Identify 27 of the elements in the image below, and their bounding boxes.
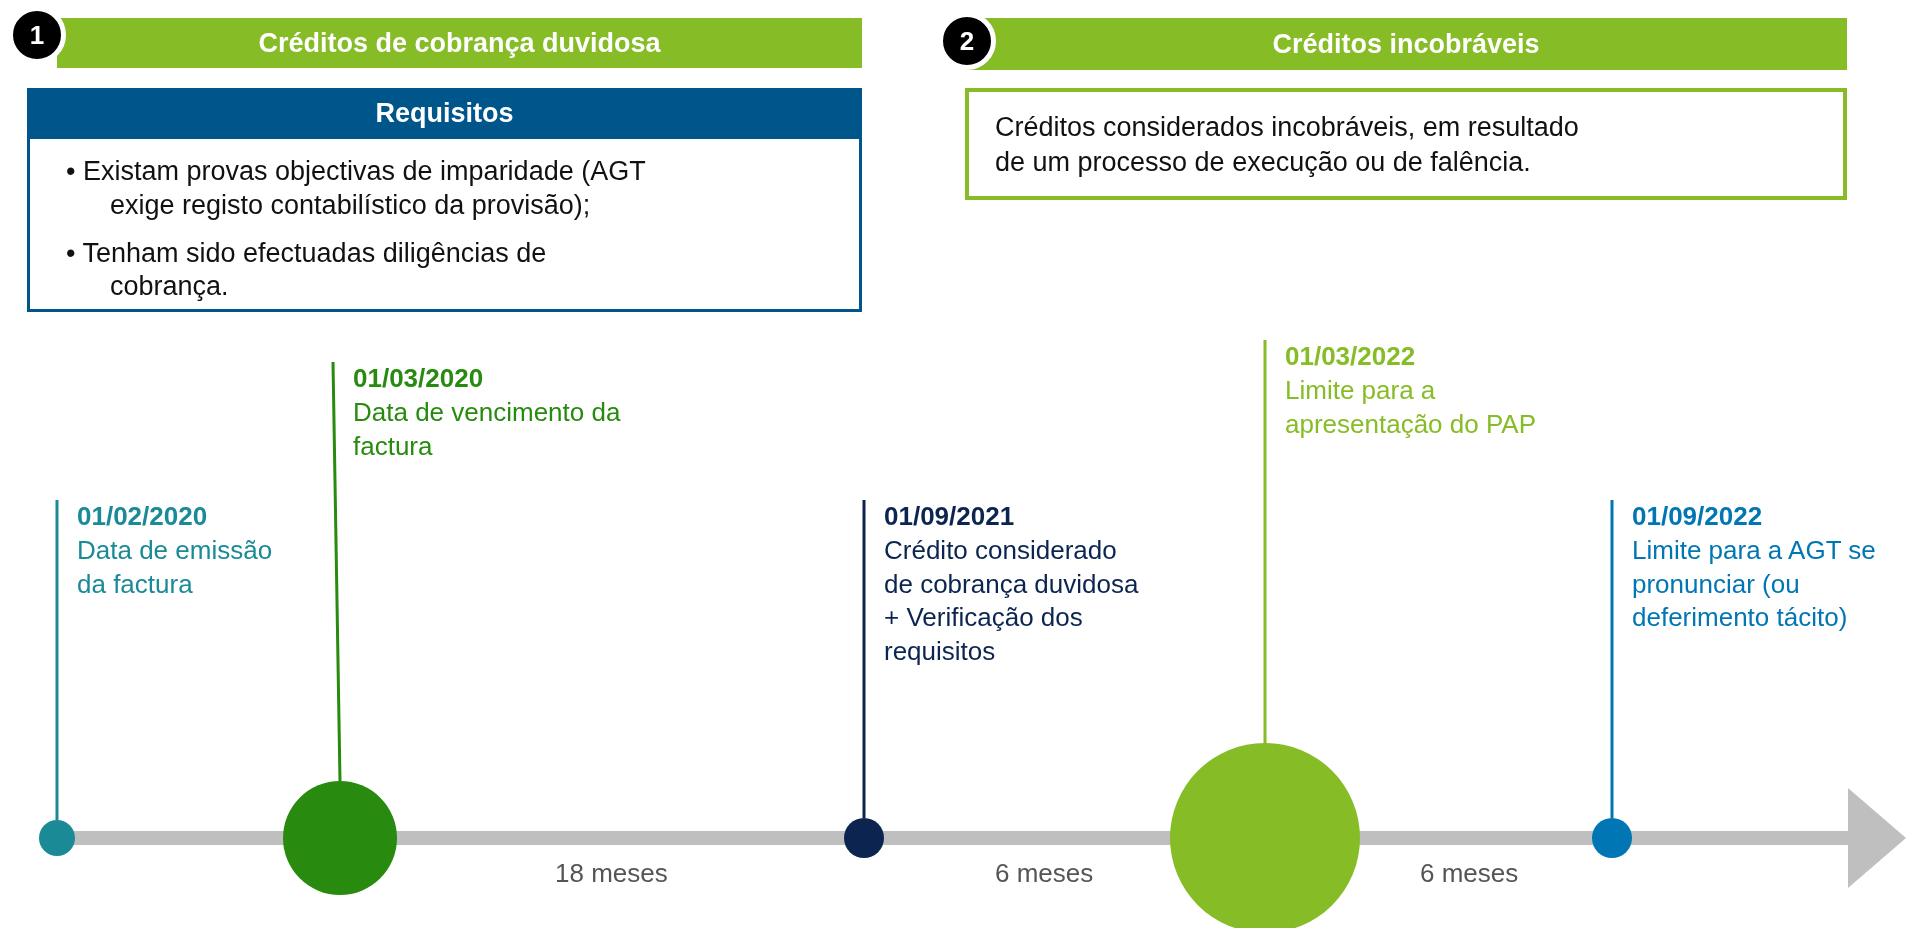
date-text: 01/02/2020 (77, 500, 209, 533)
duration-label: 18 meses (555, 858, 668, 889)
date-text: 01/03/2022 (1285, 340, 1417, 373)
event-text: Data de vencimento da factura (353, 395, 622, 463)
date-text: 01/09/2021 (884, 500, 1016, 533)
leader-line (1263, 340, 1267, 743)
bullet-item: • Tenham sido efectuadas diligências de cobrança. (66, 236, 548, 304)
duration-label: 6 meses (1420, 858, 1519, 889)
box-header: Requisitos (27, 88, 862, 139)
leader-line (331, 361, 342, 782)
leader-line (1610, 500, 1614, 818)
bullet-item: • Existam provas objectivas de imparidade (AGT exige registo contabilístico da provisão); (66, 155, 647, 222)
description-box: Créditos considerados incobráveis, em resultado de um processo de execução ou de falência. (965, 88, 1847, 200)
timeline-marker (844, 818, 884, 858)
leader-line (862, 500, 866, 818)
date-text: 01/03/2020 (353, 362, 485, 395)
section-header: Créditos de cobrança duvidosa (57, 18, 862, 68)
event-text: Crédito considerado de cobrança duvidosa + Verificação dos requisitos (884, 533, 1140, 669)
event-text: Data de emissão da factura (77, 533, 274, 601)
date-text: 01/09/2022 (1632, 500, 1764, 533)
requirements-box (27, 88, 862, 312)
duration-label: 6 meses (995, 858, 1094, 889)
event-text: Limite para a AGT se pronunciar (ou deferimento tácito) (1632, 533, 1877, 635)
event-text: Limite para a apresentação do PAP (1285, 373, 1538, 441)
timeline-marker (39, 820, 75, 856)
timeline-marker (1592, 818, 1632, 858)
leader-line (55, 500, 59, 820)
